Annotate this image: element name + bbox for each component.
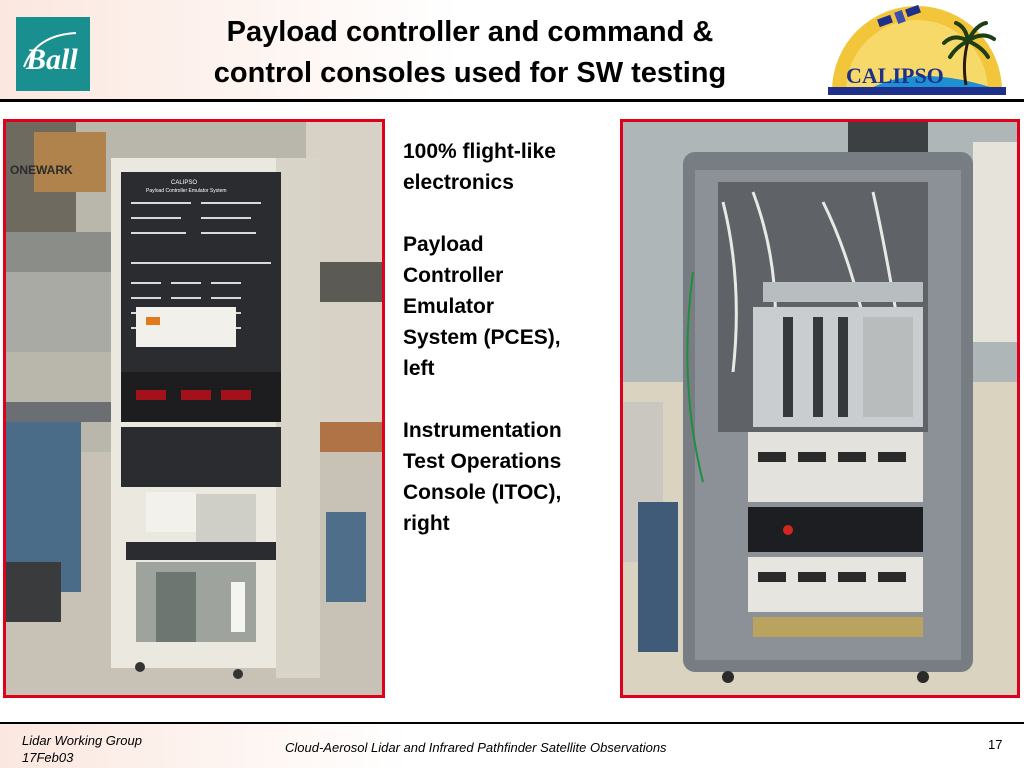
itoc-rack-photo <box>620 119 1020 698</box>
calipso-logo-art: CALIPSO <box>826 3 1008 95</box>
rack-panel-title: CALIPSO <box>171 180 197 186</box>
slide-title: Payload controller and command & control… <box>150 12 790 94</box>
bullet-item: Payload Controller Emulator System (PCES… <box>403 233 561 380</box>
ball-logo-mark: Ball <box>16 17 90 91</box>
bullet-list: 100% flight-like electronics Payload Con… <box>403 136 613 570</box>
page-number: 17 <box>988 737 1003 752</box>
pces-rack-photo: ONEWARK CALIPSO Payload Controller Emula… <box>3 119 385 698</box>
palm-tree-icon <box>942 21 996 86</box>
ball-logo-text: Ball <box>25 43 78 76</box>
ball-logo: Ball <box>16 17 90 91</box>
rack-panel-subtitle: Payload Controller Emulator System <box>146 188 227 194</box>
bullet-item: 100% flight-like electronics <box>403 140 556 194</box>
calipso-logo-text: CALIPSO <box>846 63 944 88</box>
bench-box-label: ONEWARK <box>10 163 73 177</box>
pces-rack-illustration: ONEWARK CALIPSO Payload Controller Emula… <box>6 122 382 695</box>
calipso-logo: CALIPSO <box>826 3 1008 95</box>
footer-date: 17Feb03 <box>22 750 74 765</box>
header-divider <box>0 99 1024 102</box>
title-line-1: Payload controller and command & <box>226 16 714 48</box>
footer-mission: Cloud-Aerosol Lidar and Infrared Pathfin… <box>285 740 667 755</box>
itoc-rack-illustration <box>623 122 1017 695</box>
slide-footer <box>0 724 1024 768</box>
footer-group: Lidar Working Group <box>22 733 142 748</box>
bullet-item: Instrumentation Test Operations Console … <box>403 419 562 535</box>
satellite-icon <box>877 4 921 28</box>
footer-divider <box>0 722 1024 724</box>
title-line-2: control consoles used for SW testing <box>213 57 727 89</box>
footer-left: Lidar Working Group 17Feb03 <box>22 732 142 766</box>
